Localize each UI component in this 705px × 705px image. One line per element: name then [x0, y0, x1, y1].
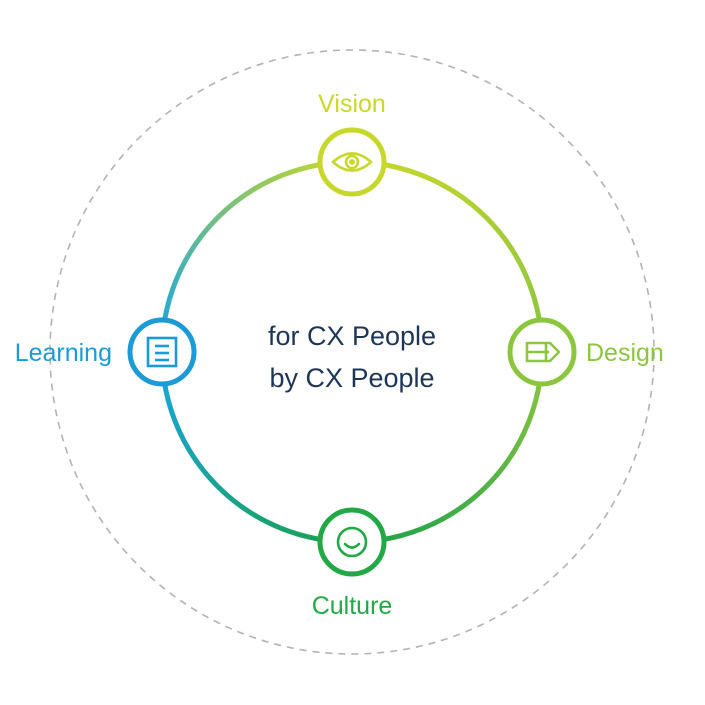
ring-arc-top-right — [349, 159, 545, 355]
document-icon — [146, 336, 178, 368]
node-vision-label: Vision — [318, 90, 386, 118]
node-learning[interactable]: Learning — [15, 317, 197, 387]
node-learning-label: Learning — [15, 339, 112, 367]
outer-dashed-ring — [49, 49, 655, 655]
pencil-icon — [525, 341, 561, 363]
ring-arc-bottom-left — [159, 349, 355, 545]
node-design[interactable]: Design — [507, 317, 664, 387]
center-text-line-1: for CX People — [268, 321, 436, 351]
node-culture[interactable]: Culture — [312, 507, 393, 620]
node-culture-circle — [317, 507, 387, 577]
main-ring — [159, 159, 545, 545]
node-vision[interactable]: Vision — [317, 90, 387, 197]
node-design-label: Design — [586, 339, 664, 367]
ring-arc-top-left — [159, 159, 355, 355]
ring-arc-bottom-right — [349, 349, 545, 545]
smile-icon — [336, 526, 368, 558]
center-text-line-2: by CX People — [269, 363, 434, 393]
node-culture-label: Culture — [312, 592, 393, 620]
eye-icon — [331, 152, 373, 172]
